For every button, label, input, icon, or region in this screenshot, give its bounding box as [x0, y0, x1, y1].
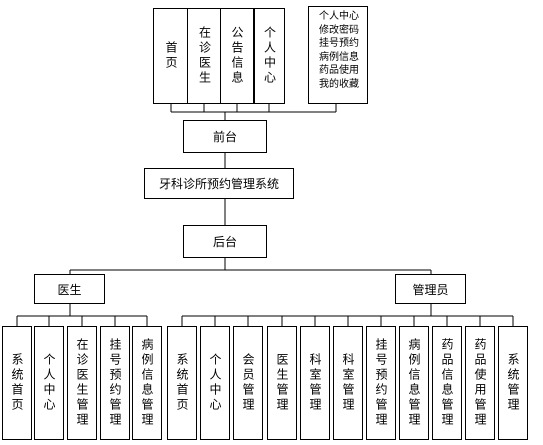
admin-module-department-management-2: 科室管理 — [333, 326, 363, 440]
frontend-module-label: 公告信息 — [230, 26, 244, 86]
admin-module-label: 挂号预约管理 — [374, 338, 388, 428]
admin-module-system-management: 系统管理 — [498, 326, 528, 440]
frontend-user-functions-box: 个人中心 修改密码 挂号预约 病例信息 药品使用 我的收藏 — [308, 6, 368, 104]
doctor-module-label: 病例信息管理 — [140, 338, 154, 428]
frontend-module-announcements: 公告信息 — [220, 8, 254, 104]
backend-node: 后台 — [183, 225, 267, 258]
frontend-module-doctors: 在诊医生 — [187, 8, 222, 104]
admin-module-label: 药品信息管理 — [440, 338, 454, 428]
doctor-module-case-management: 病例信息管理 — [132, 326, 162, 440]
user-function-item: 药品使用 — [319, 65, 359, 76]
doctor-module-label: 个人中心 — [42, 353, 56, 413]
user-function-item: 修改密码 — [319, 24, 359, 36]
doctor-module-appointment-management: 挂号预约管理 — [100, 326, 130, 440]
admin-module-label: 病例信息管理 — [407, 338, 421, 428]
system-title: 牙科诊所预约管理系统 — [158, 177, 279, 191]
user-function-item: 病例信息 — [319, 51, 359, 63]
admin-module-personal-center: 个人中心 — [200, 326, 230, 440]
doctor-module-label: 在诊医生管理 — [75, 338, 89, 428]
admin-module-medicine-usage-management: 药品使用管理 — [465, 326, 495, 440]
admin-module-system-home: 系统首页 — [167, 326, 197, 440]
user-function-item: 个人中心 — [319, 11, 359, 22]
admin-node: 管理员 — [395, 274, 466, 304]
admin-module-label: 科室管理 — [341, 353, 355, 413]
backend-label: 后台 — [212, 235, 237, 249]
admin-module-label: 科室管理 — [308, 353, 322, 413]
frontend-module-label: 个人中心 — [262, 26, 277, 86]
admin-module-medicine-info-management: 药品信息管理 — [432, 326, 462, 440]
doctor-module-label: 挂号预约管理 — [108, 338, 122, 428]
user-function-item: 我的收藏 — [319, 78, 359, 90]
doctor-label: 医生 — [57, 282, 82, 297]
admin-module-appointment-management: 挂号预约管理 — [366, 326, 396, 440]
admin-module-label: 系统管理 — [506, 353, 520, 413]
admin-module-member-management: 会员管理 — [233, 326, 263, 440]
admin-module-case-management: 病例信息管理 — [399, 326, 429, 440]
doctor-module-personal-center: 个人中心 — [34, 326, 64, 440]
admin-module-label: 系统首页 — [175, 353, 189, 413]
frontend-module-home: 首页 — [153, 8, 189, 104]
user-function-item: 挂号预约 — [319, 38, 359, 49]
admin-module-label: 个人中心 — [208, 353, 222, 413]
frontend-module-label: 在诊医生 — [197, 26, 212, 86]
admin-module-department-management: 科室管理 — [300, 326, 330, 440]
admin-module-label: 会员管理 — [241, 353, 255, 413]
frontend-module-label: 首页 — [164, 41, 178, 71]
frontend-node: 前台 — [183, 120, 267, 153]
frontend-module-personal-center: 个人中心 — [254, 8, 285, 104]
doctor-module-doctor-management: 在诊医生管理 — [67, 326, 97, 440]
admin-label: 管理员 — [412, 282, 449, 297]
admin-module-label: 药品使用管理 — [473, 338, 487, 428]
admin-module-doctor-management: 医生管理 — [267, 326, 297, 440]
doctor-node: 医生 — [34, 274, 105, 304]
system-node: 牙科诊所预约管理系统 — [144, 168, 294, 199]
doctor-module-label: 系统首页 — [10, 353, 24, 413]
frontend-label: 前台 — [212, 130, 237, 144]
doctor-module-system-home: 系统首页 — [2, 326, 32, 440]
admin-module-label: 医生管理 — [275, 353, 289, 413]
